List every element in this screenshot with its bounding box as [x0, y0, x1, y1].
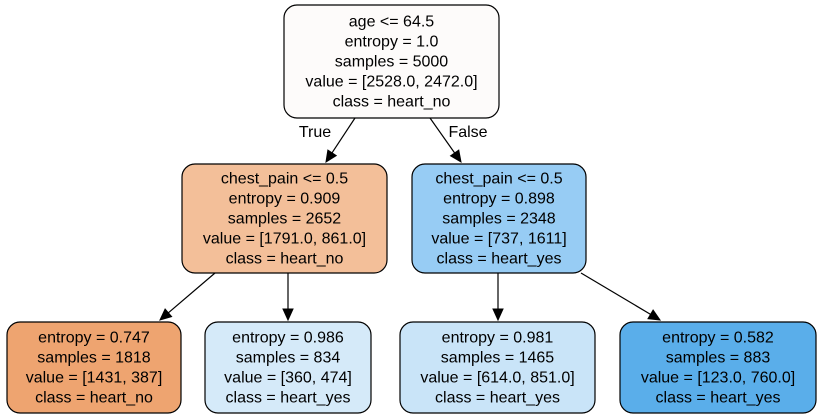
node-box — [283, 4, 500, 119]
tree-node-right-left: entropy = 0.981 samples = 1465 value = [61… — [399, 321, 596, 414]
node-text-line: class = heart_no — [333, 94, 451, 111]
arrowhead-icon — [159, 308, 173, 321]
edges-layer: True False — [159, 117, 662, 322]
tree-node-left-right: entropy = 0.986 samples = 834 value = [360… — [204, 321, 372, 414]
node-box — [181, 163, 388, 274]
arrowhead-icon — [492, 308, 504, 322]
nodes-layer: age <= 64.5 entropy = 1.0 samples = 5000 va… — [6, 4, 817, 414]
node-text-line: class = heart_yes — [656, 390, 781, 407]
node-text-line: entropy = 0.898 — [443, 191, 555, 208]
node-text-line: age <= 64.5 — [349, 14, 435, 31]
node-text-line: value = [123.0, 760.0] — [641, 370, 795, 387]
node-text-line: entropy = 0.747 — [38, 330, 150, 347]
node-text-line: samples = 834 — [236, 350, 341, 367]
edge-label: False — [448, 124, 487, 141]
node-text-line: class = heart_no — [226, 251, 344, 268]
edge-left-to-left-left — [159, 272, 216, 321]
node-text-line: value = [614.0, 851.0] — [420, 370, 574, 387]
node-text-line: class = heart_no — [35, 390, 153, 407]
node-text-line: value = [737, 1611] — [431, 231, 566, 248]
node-text-line: chest_pain <= 0.5 — [435, 171, 562, 188]
edge-line — [580, 272, 651, 315]
edge-line — [429, 117, 456, 154]
node-text-line: samples = 2348 — [442, 211, 556, 228]
edge-root-to-left: True — [299, 117, 356, 164]
edge-left-to-left-right — [282, 273, 294, 322]
edge-line — [167, 272, 216, 314]
arrowhead-icon — [282, 308, 294, 322]
node-box — [399, 321, 596, 414]
node-text-line: value = [360, 474] — [224, 370, 352, 387]
node-text-line: entropy = 0.909 — [229, 191, 341, 208]
node-text-line: entropy = 0.582 — [662, 330, 774, 347]
tree-node-left-left: entropy = 0.747 samples = 1818 value = [14… — [6, 321, 182, 414]
node-box — [619, 321, 817, 414]
arrowhead-icon — [647, 309, 662, 321]
tree-node-right-right: entropy = 0.582 samples = 883 value = [123… — [619, 321, 817, 414]
node-text-line: entropy = 0.981 — [442, 330, 554, 347]
tree-node-root: age <= 64.5 entropy = 1.0 samples = 5000 va… — [283, 4, 500, 119]
node-box — [204, 321, 372, 414]
arrowhead-icon — [449, 149, 462, 163]
edge-line — [331, 117, 356, 154]
tree-node-left: chest_pain <= 0.5 entropy = 0.909 samples … — [181, 163, 388, 274]
tree-node-right: chest_pain <= 0.5 entropy = 0.898 samples … — [411, 163, 587, 274]
edge-right-to-right-right — [580, 272, 662, 321]
node-text-line: samples = 5000 — [335, 54, 449, 71]
node-text-line: samples = 2652 — [228, 211, 342, 228]
node-text-line: entropy = 0.986 — [232, 330, 344, 347]
arrowhead-icon — [325, 149, 338, 164]
node-text-line: entropy = 1.0 — [345, 34, 439, 51]
node-text-line: class = heart_yes — [435, 390, 560, 407]
node-text-line: value = [1431, 387] — [26, 370, 163, 387]
node-text-line: class = heart_yes — [437, 251, 562, 268]
node-text-line: samples = 883 — [666, 350, 771, 367]
node-text-line: class = heart_yes — [226, 390, 351, 407]
edge-right-to-right-left — [492, 273, 504, 322]
node-box — [6, 321, 182, 414]
node-text-line: value = [1791.0, 861.0] — [203, 231, 366, 248]
edge-label: True — [299, 124, 331, 141]
node-text-line: chest_pain <= 0.5 — [221, 171, 348, 188]
node-text-line: samples = 1818 — [37, 350, 151, 367]
node-box — [411, 163, 587, 274]
node-text-line: value = [2528.0, 2472.0] — [305, 74, 477, 91]
node-text-line: samples = 1465 — [441, 350, 555, 367]
edge-root-to-right: False — [429, 117, 488, 163]
